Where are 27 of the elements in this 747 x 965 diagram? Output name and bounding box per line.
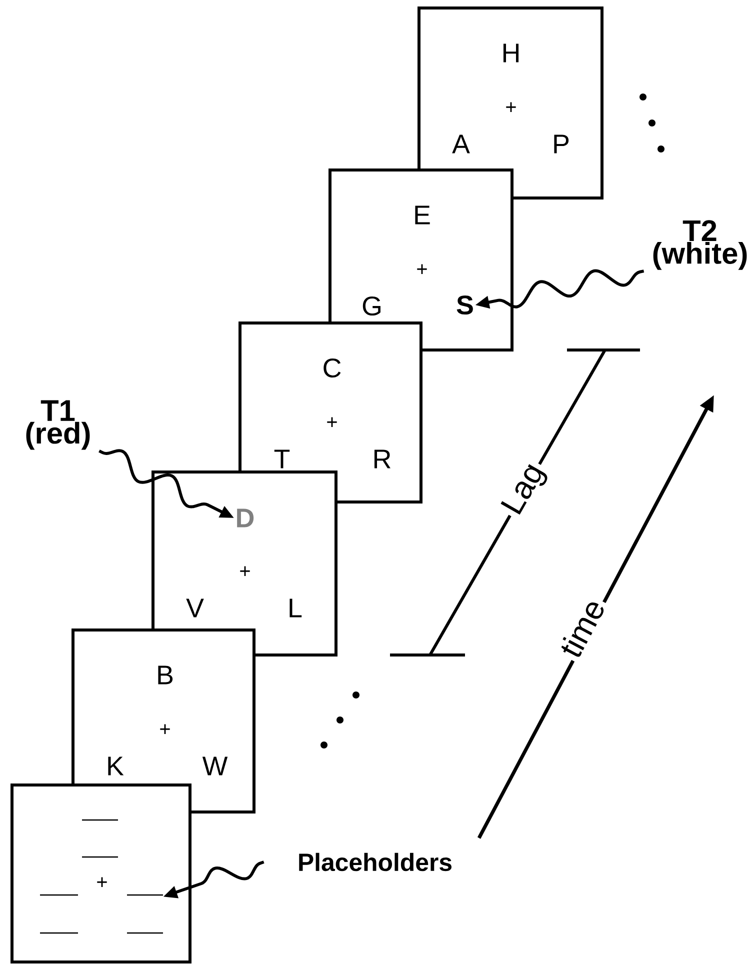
letter: V — [186, 598, 204, 618]
target-letter: S — [456, 295, 473, 315]
fixation-cross: + — [240, 566, 250, 576]
axis-label: time — [553, 592, 610, 664]
letter: L — [290, 598, 302, 618]
fixation-cross: + — [327, 417, 337, 427]
letter: G — [362, 296, 380, 316]
callout-label: Placeholders — [299, 852, 452, 872]
fixation-cross: + — [506, 102, 516, 112]
callout-label: T1 (red) — [26, 400, 90, 450]
fixation-cross: + — [417, 264, 427, 274]
letter: H — [503, 44, 519, 62]
letter: A — [452, 134, 470, 154]
letter: W — [202, 756, 228, 776]
fixation-cross: + — [160, 724, 170, 734]
dimension-label: Lag — [495, 456, 555, 524]
letter: E — [415, 206, 430, 224]
letter: B — [158, 666, 173, 684]
letter: R — [374, 450, 390, 468]
fixation-cross: + — [97, 877, 107, 887]
letter: T — [274, 450, 290, 468]
callout-label: T2 (white) — [653, 220, 747, 270]
letter: C — [324, 358, 341, 378]
placeholder-dash — [127, 894, 163, 896]
letter: P — [554, 134, 569, 154]
target-letter: D — [237, 508, 254, 528]
letter: K — [108, 756, 124, 776]
